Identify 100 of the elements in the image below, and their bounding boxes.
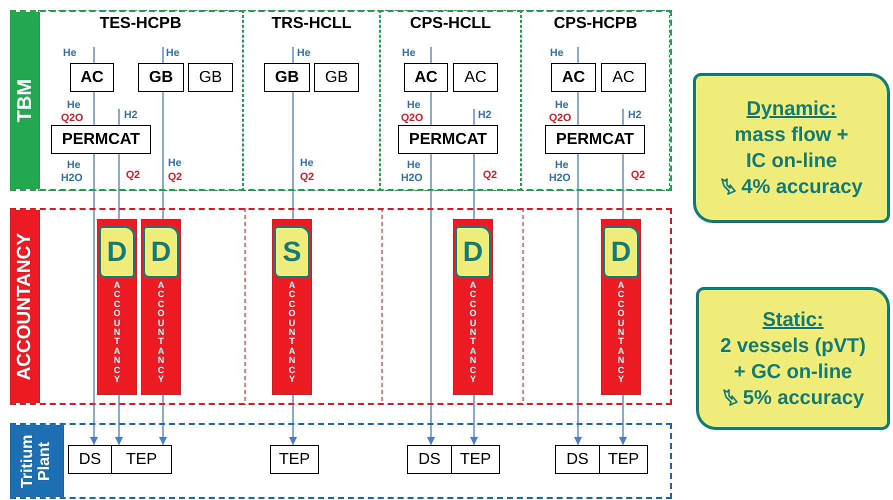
component-box: AC: [70, 63, 114, 92]
callout-text: 4% accuracy: [741, 175, 863, 200]
flow-label: H2: [472, 109, 496, 121]
status-badge: D: [603, 226, 639, 278]
arrow: [289, 395, 297, 445]
section-title: Tritium Plant: [20, 433, 54, 490]
connector-line: [577, 92, 579, 125]
flow-label: H2O: [61, 172, 83, 184]
status-badge: D: [99, 226, 135, 278]
connector-line: [473, 154, 475, 219]
callout-heading: Dynamic:: [746, 97, 837, 122]
flow-label: He: [63, 47, 92, 59]
column-panel: [380, 10, 521, 191]
accountancy-bar: [453, 219, 493, 395]
component-box: TEP: [599, 445, 648, 474]
connector-line: [162, 92, 164, 219]
flow-label: He: [291, 47, 315, 59]
column-panel: [521, 10, 670, 191]
status-badge: S: [274, 226, 310, 278]
flow-label: Q2O: [549, 112, 572, 124]
flow-label: He: [555, 99, 568, 111]
flow-label: He: [161, 47, 185, 59]
component-box: TEP: [111, 445, 172, 474]
callout-text: 2 vessels (pVT) + GC on-line: [719, 334, 867, 384]
column-title: TRS-HCLL: [270, 15, 352, 33]
bar-text: ACCOUNTANCY: [469, 281, 477, 384]
connector-line: [473, 109, 475, 125]
flow-label: He: [168, 157, 182, 169]
callout-box: [693, 73, 890, 223]
flow-label: Q2: [631, 169, 646, 181]
flow-label: H2O: [549, 172, 571, 184]
column-panel: [38, 10, 243, 191]
accountancy-bar: [97, 219, 137, 395]
accountancy-bar: [601, 219, 641, 395]
section-frame: [10, 10, 672, 191]
flow-label: He: [402, 47, 429, 59]
connector-line: [292, 92, 294, 219]
component-box: AC: [404, 63, 448, 92]
flow-label: Q2: [300, 171, 314, 183]
arrow: [159, 395, 167, 445]
flow-label: Q2O: [401, 112, 424, 124]
status-badge: D: [143, 226, 179, 278]
bar-text: ACCOUNTANCY: [113, 281, 121, 384]
connector-line: [162, 47, 164, 63]
bar-text: ACCOUNTANCY: [288, 281, 296, 384]
accountancy-bar: [141, 219, 181, 395]
connector-line: [430, 92, 432, 125]
component-box: TEP: [270, 445, 319, 474]
column-panel: [243, 10, 380, 191]
connector-line: [93, 92, 95, 125]
arrow: [619, 395, 627, 445]
component-box: AC: [601, 63, 646, 92]
flow-label: He: [300, 157, 314, 169]
component-box: DS: [555, 445, 600, 474]
component-box: TEP: [451, 445, 500, 474]
flow-label: He: [550, 47, 576, 59]
connector-line: [292, 47, 294, 63]
component-box: GB: [138, 63, 184, 92]
callout-heading: Static:: [762, 308, 824, 332]
connector-line: [577, 47, 579, 63]
column-title: CPS-HCPB: [552, 15, 638, 33]
connector-line: [93, 47, 95, 63]
arrow: [90, 154, 98, 445]
callout-box: [696, 287, 890, 430]
component-box: DS: [68, 445, 112, 474]
accountancy-bar: [272, 219, 312, 395]
bar-text: ACCOUNTANCY: [157, 281, 165, 384]
flow-label: He: [407, 159, 420, 171]
flow-label: Q2O: [61, 112, 84, 124]
component-box: DS: [407, 445, 452, 474]
column-title: TES-HCPB: [98, 15, 182, 33]
arrow: [115, 395, 123, 445]
connector-line: [622, 109, 624, 125]
component-box: GB: [314, 63, 359, 92]
flow-label: Q2: [168, 171, 182, 183]
arrow: [427, 154, 435, 445]
component-box: PERMCAT: [545, 125, 645, 154]
section-title: TBM: [14, 78, 36, 122]
component-box: AC: [551, 63, 596, 92]
component-box: GB: [264, 63, 310, 92]
flow-label: Q2: [126, 169, 140, 181]
bar-text: ACCOUNTANCY: [617, 281, 625, 384]
flow-label: H2: [621, 109, 645, 121]
component-box: AC: [453, 63, 498, 92]
status-badge: D: [455, 226, 491, 278]
section-frame: [10, 208, 672, 405]
flow-label: H2O: [401, 172, 423, 184]
arrow: [470, 395, 478, 445]
flow-label: He: [407, 99, 420, 111]
flow-label: He: [67, 159, 80, 171]
flow-label: H2: [117, 109, 141, 121]
callout-text: 5% accuracy: [742, 386, 864, 410]
connector-line: [430, 47, 432, 63]
section-frame: [10, 423, 672, 499]
callout-text: mass flow + IC on-line: [734, 123, 850, 174]
arrow: [574, 154, 582, 445]
flow-label: He: [67, 99, 80, 111]
section-title: ACCOUNTANCY: [15, 232, 35, 380]
column-title: CPS-HCLL: [409, 15, 492, 33]
component-box: PERMCAT: [398, 125, 498, 154]
